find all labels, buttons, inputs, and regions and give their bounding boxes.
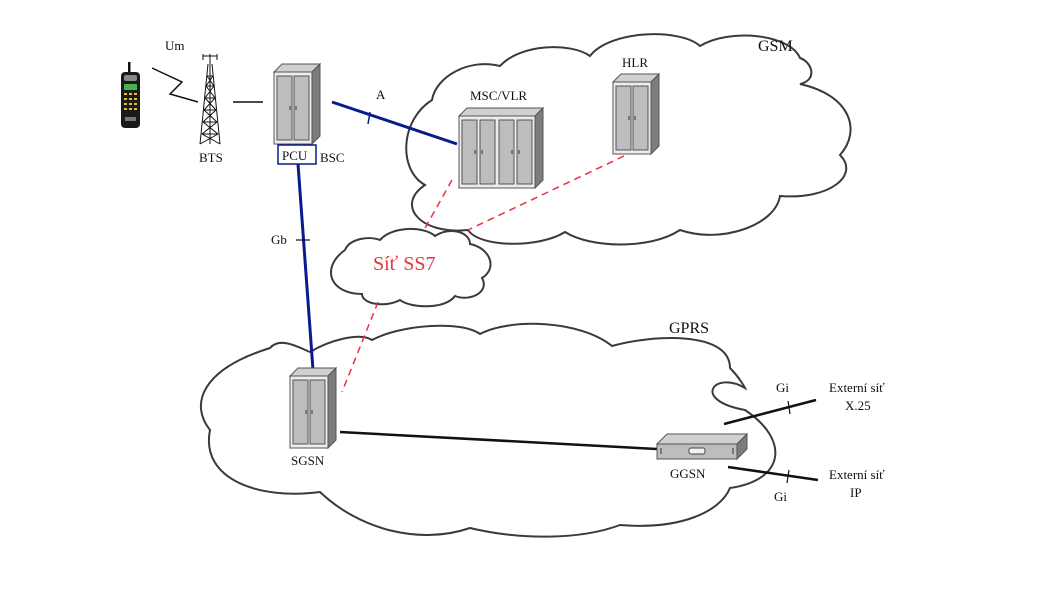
pcu-label: PCU xyxy=(282,148,308,163)
a-interface-link xyxy=(331,100,458,146)
ggsn-router-icon xyxy=(655,432,749,461)
ext-x25-label-line2: X.25 xyxy=(845,398,871,413)
sgsn-label: SGSN xyxy=(291,453,325,468)
mobile-phone-icon xyxy=(121,62,140,128)
ext-ip-label-line2: IP xyxy=(850,485,862,500)
gprs-cloud xyxy=(200,322,777,538)
gi-ip-tick xyxy=(786,469,790,484)
bts-label: BTS xyxy=(199,150,223,165)
gi-x25-link xyxy=(723,398,817,426)
ggsn-label: GGSN xyxy=(670,466,706,481)
ss7-signalling-links xyxy=(341,155,625,393)
antenna-tower-icon xyxy=(199,54,221,145)
gn-link xyxy=(339,430,658,451)
hlr-label: HLR xyxy=(622,55,648,70)
ss7-hlr-link xyxy=(467,155,625,231)
um-interface-label: Um xyxy=(165,38,185,53)
gi-x25-tick xyxy=(787,400,791,415)
sgsn-cabinet-icon xyxy=(289,367,337,449)
ext-ip-label-line1: Externí síť xyxy=(829,467,885,482)
ss7-msc-link xyxy=(423,179,453,231)
gi-ip-link xyxy=(727,465,819,482)
hlr-cabinet-icon xyxy=(612,73,660,155)
ss7-cloud xyxy=(329,227,492,308)
bsc-label: BSC xyxy=(320,150,345,165)
a-interface-tick xyxy=(367,111,371,125)
ext-x25-label-line1: Externí síť xyxy=(829,380,885,395)
gb-interface-label: Gb xyxy=(271,232,287,247)
gsm-network-label: GSM xyxy=(758,38,793,55)
um-radio-link xyxy=(151,67,199,103)
msc-vlr-label: MSC/VLR xyxy=(470,88,527,103)
gb-interface-link xyxy=(296,163,315,371)
ss7-sgsn-link xyxy=(341,301,379,393)
gprs-network-label: GPRS xyxy=(669,320,709,337)
msc-vlr-cabinet-icon xyxy=(457,106,545,190)
bsc-cabinet-icon xyxy=(273,63,321,145)
pcu-box xyxy=(277,144,317,165)
ss7-network-label: Síť SS7 xyxy=(373,253,435,275)
gi-x25-label: Gi xyxy=(776,380,789,395)
a-interface-label: A xyxy=(376,87,386,102)
gi-ip-label: Gi xyxy=(774,489,787,504)
